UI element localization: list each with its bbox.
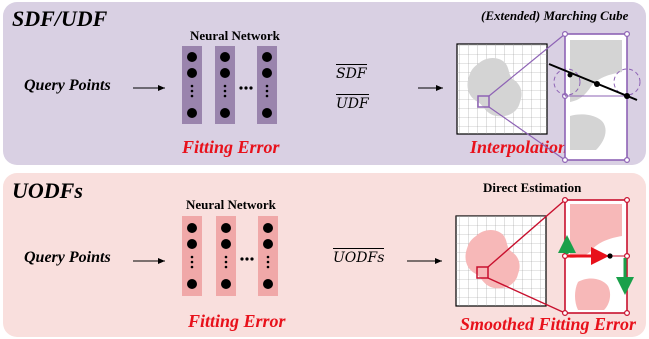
top-zoom-icon bbox=[488, 31, 641, 164]
uodfs-title: UODFs bbox=[12, 178, 83, 203]
bottom-zoom-icon bbox=[487, 197, 634, 317]
bottom-nn-label: Neural Network bbox=[186, 197, 276, 212]
top-grid-shape-icon bbox=[456, 43, 548, 135]
bottom-neural-network-icon bbox=[182, 216, 278, 296]
bottom-query-points-label: Query Points bbox=[24, 249, 111, 266]
sdf-udf-title: SDF/UDF bbox=[12, 6, 108, 31]
uodfs-hat-output: UODFs bbox=[333, 248, 385, 266]
bottom-fitting-error: Fitting Error bbox=[188, 311, 286, 331]
top-nn-label: Neural Network bbox=[190, 28, 280, 43]
top-fitting-error: Fitting Error bbox=[182, 137, 280, 157]
top-query-points-label: Query Points bbox=[24, 77, 111, 94]
top-extraction-title: (Extended) Marching Cube bbox=[481, 8, 629, 23]
bottom-grid-shape-icon bbox=[455, 215, 547, 307]
sdf-hat-output: SDF bbox=[336, 64, 367, 82]
smoothed-fitting-error: Smoothed Fitting Error bbox=[460, 314, 637, 334]
top-neural-network-icon bbox=[182, 46, 277, 124]
udf-hat-output: UDF bbox=[336, 94, 369, 112]
bottom-extraction-title: Direct Estimation bbox=[483, 180, 582, 195]
